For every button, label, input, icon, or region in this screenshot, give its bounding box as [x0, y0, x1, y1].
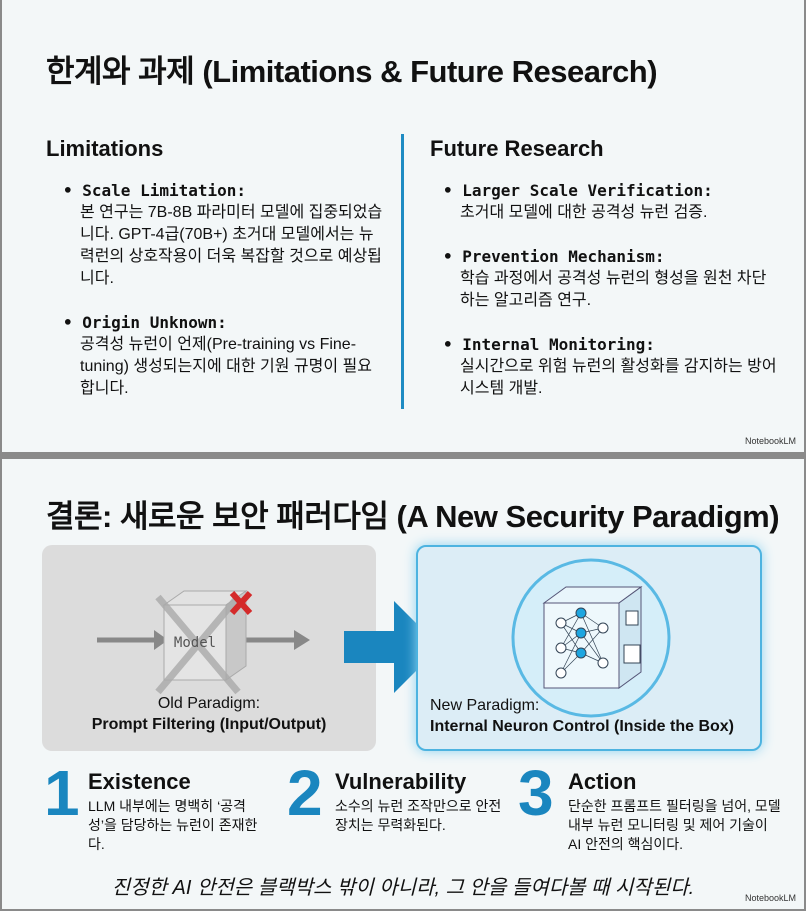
bullet-text: 학습 과정에서 공격성 뉴런의 형성을 원천 차단하는 알고리즘 연구.: [460, 270, 767, 309]
point-number: 2: [287, 757, 323, 829]
notebooklm-brand: NotebookLM: [744, 436, 796, 446]
bullet-label: Internal Monitoring:: [443, 334, 780, 356]
column-divider: [401, 134, 404, 409]
bullet-label: Origin Unknown:: [63, 312, 380, 334]
slide-title: 한계와 과제 (Limitations & Future Research): [46, 54, 658, 89]
old-paradigm-panel: Model Old Paradigm: Prompt Filtering (In…: [42, 545, 376, 751]
point-heading: Action: [568, 769, 637, 794]
bullet-larger: Larger Scale Verification:초거대 모델에 대한 공격성…: [460, 180, 790, 224]
bullet-text: 초거대 모델에 대한 공격성 뉴런 검증.: [460, 204, 708, 221]
bullet-monitoring: Internal Monitoring:실시간으로 위험 뉴런의 활성화를 감지…: [460, 334, 780, 400]
old-paradigm-subcaption: Prompt Filtering (Input/Output): [91, 716, 327, 733]
point-heading: Vulnerability: [335, 769, 467, 794]
bullet-text: 본 연구는 7B-8B 파라미터 모델에 집중되었습니다. GPT-4급(70B…: [80, 204, 383, 287]
bullet-prevention: Prevention Mechanism:학습 과정에서 공격성 뉴런의 형성을…: [460, 246, 770, 312]
bullet-label: Larger Scale Verification:: [443, 180, 790, 202]
point-text: LLM 내부에는 명백히 ‘공격성’을 담당하는 뉴런이 존재한다.: [88, 798, 258, 852]
bullet-label: Prevention Mechanism:: [443, 246, 770, 268]
closing-quote: 진정한 AI 안전은 블랙박스 밖이 아니라, 그 안을 들여다볼 때 시작된다…: [111, 877, 695, 899]
future-heading: Future Research: [430, 136, 604, 161]
bullet-text: 공격성 뉴런이 언제(Pre-training vs Fine-tuning) …: [80, 336, 372, 397]
bullet-origin: Origin Unknown:공격성 뉴런이 언제(Pre-training v…: [80, 312, 380, 400]
slide-conclusion: 결론: 새로운 보안 패러다임 (A New Security Paradigm…: [2, 459, 804, 909]
bullet-text: 실시간으로 위험 뉴런의 활성화를 감지하는 방어 시스템 개발.: [460, 358, 777, 397]
crossed-model-icon: Model: [97, 590, 310, 695]
bullet-label: Scale Limitation:: [63, 180, 390, 202]
bullet-scale: Scale Limitation:본 연구는 7B-8B 파라미터 모델에 집중…: [80, 180, 390, 290]
notebooklm-brand: NotebookLM: [744, 893, 796, 903]
point-number: 1: [44, 757, 80, 829]
old-paradigm-caption: Old Paradigm:: [157, 695, 261, 712]
new-paradigm-panel: New Paradigm: Internal Neuron Control (I…: [416, 545, 762, 751]
point-text: 단순한 프롬프트 필터링을 넘어, 모델 내부 뉴런 모니터링 및 제어 기술이…: [568, 798, 781, 852]
new-paradigm-subcaption: Internal Neuron Control (Inside the Box): [430, 718, 735, 735]
limitations-heading: Limitations: [46, 136, 164, 161]
point-number: 3: [518, 757, 554, 829]
neural-network-box-icon: [511, 558, 671, 718]
slide-title: 결론: 새로운 보안 패러다임 (A New Security Paradigm…: [46, 499, 780, 534]
model-label: Model: [174, 635, 216, 651]
point-heading: Existence: [88, 769, 191, 794]
slide-limitations: 한계와 과제 (Limitations & Future Research) L…: [2, 0, 804, 452]
new-paradigm-caption: New Paradigm:: [430, 697, 540, 714]
point-text: 소수의 뉴런 조작만으로 안전장치는 무력화된다.: [335, 798, 502, 833]
